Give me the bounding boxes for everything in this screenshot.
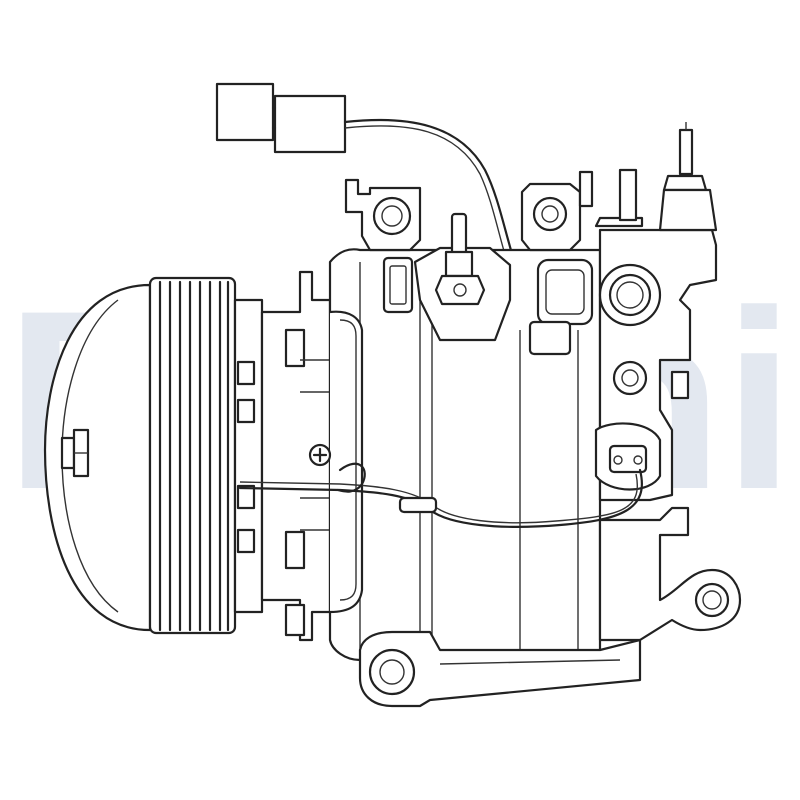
harness-wire <box>238 468 643 528</box>
mount-ear-top-left <box>344 178 422 252</box>
wire-loop <box>336 462 366 493</box>
electrical-connector <box>215 82 347 154</box>
thermal-switch <box>594 422 662 491</box>
mount-ear-bottom <box>358 630 642 708</box>
pulley-grooves <box>158 280 230 632</box>
pulley-clutch <box>43 276 264 635</box>
wire-sleeve <box>398 496 438 514</box>
sensor-boss <box>382 256 594 356</box>
service-valve <box>413 212 512 342</box>
rear-mount-bracket <box>598 506 742 642</box>
mount-ear-top-center <box>520 170 594 252</box>
